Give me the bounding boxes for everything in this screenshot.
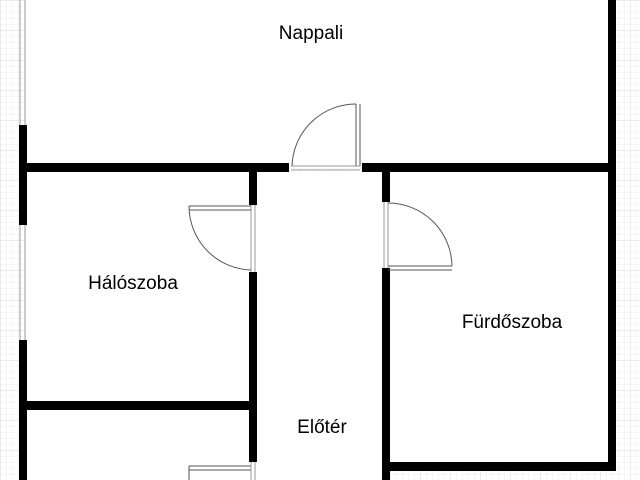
wall-bedroom-bottom (19, 401, 257, 410)
door-haloszoba (188, 205, 256, 272)
room-fill-eloter (252, 170, 387, 480)
room-label-haloszoba: Hálószoba (88, 273, 178, 294)
room-label-furdoszoba: Fürdőszoba (461, 312, 563, 333)
walls (19, 0, 616, 480)
left-window (19, 0, 26, 340)
room-fills (24, 0, 610, 480)
wall-nappali-bottom-left (19, 163, 289, 172)
door-furdoszoba (383, 202, 453, 271)
wall-right-lower (608, 172, 616, 470)
wall-bath-left-top (382, 172, 390, 202)
door-nappali (291, 103, 361, 171)
wall-bedroom-right-top (249, 172, 257, 205)
door-lower-left (188, 462, 256, 480)
wall-bath-bottom (382, 462, 616, 471)
room-fill-haloszoba (24, 170, 251, 406)
wall-bedroom-right-bottom (249, 272, 257, 462)
room-fill-nappali (24, 0, 610, 166)
wall-nappali-bottom-right (362, 163, 616, 172)
wall-bath-left-bottom (382, 268, 390, 480)
room-fill-lower-left (24, 406, 251, 480)
room-fill-furdoszoba (386, 170, 610, 466)
room-label-nappali: Nappali (278, 23, 344, 44)
room-label-eloter: Előtér (297, 417, 347, 438)
wall-right-upper (608, 0, 616, 172)
wall-left-upper (19, 125, 27, 225)
